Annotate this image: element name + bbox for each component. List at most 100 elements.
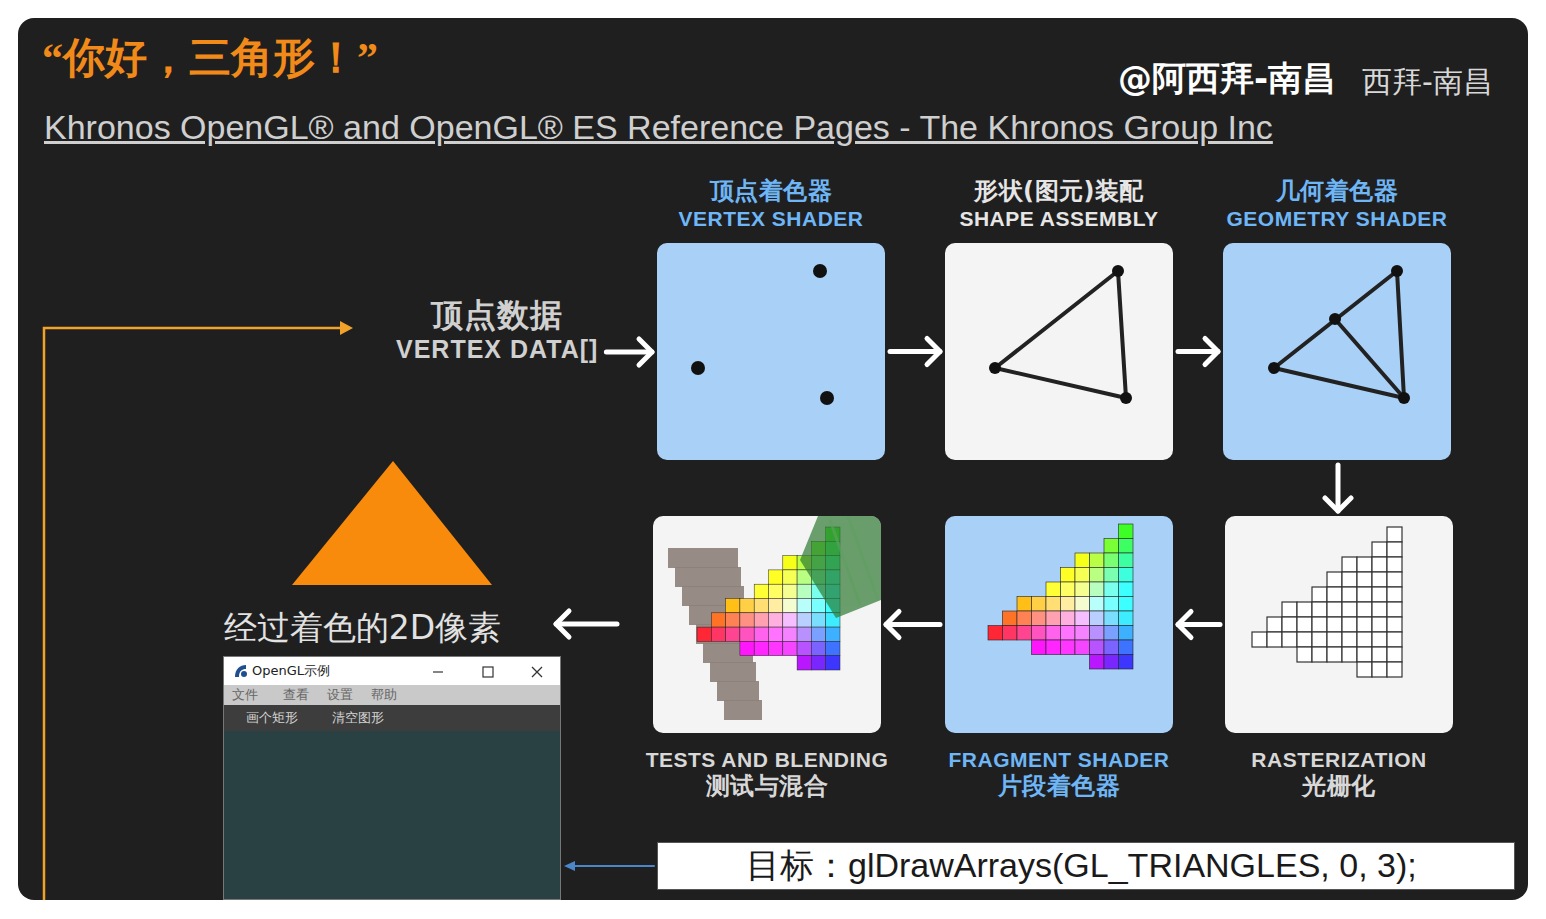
menu-item: 设置 bbox=[327, 687, 353, 703]
pixel-cell bbox=[1046, 597, 1061, 612]
pixel-cell bbox=[1104, 568, 1119, 583]
pixel-cell bbox=[1017, 611, 1032, 626]
text-slot: “你好，三角形！” bbox=[42, 30, 378, 86]
pixel-cell bbox=[726, 599, 740, 613]
shaded-triangle bbox=[292, 461, 492, 585]
pixel-cell bbox=[1357, 602, 1372, 617]
pixel-cell bbox=[1372, 602, 1387, 617]
stage-title: 形状(图元)装配 bbox=[885, 177, 1233, 206]
pixel-cell bbox=[1312, 617, 1327, 632]
pixel-cell bbox=[697, 627, 711, 641]
text-slot: 画个矩形 bbox=[246, 710, 298, 726]
pixel-cell bbox=[769, 599, 783, 613]
pixel-cell bbox=[1119, 640, 1134, 655]
pixel-cell bbox=[1357, 632, 1372, 647]
pixel-cell bbox=[1119, 655, 1134, 670]
arrow-line bbox=[1336, 465, 1341, 511]
blending-illustration bbox=[668, 516, 881, 720]
pixel-cell bbox=[797, 641, 811, 655]
arrowhead bbox=[927, 339, 940, 365]
pixel-cell bbox=[1119, 539, 1134, 554]
pixel-cell bbox=[1357, 662, 1372, 677]
pixel-cell bbox=[988, 626, 1003, 641]
text-slot: 查看 bbox=[283, 687, 309, 703]
arrow-line bbox=[606, 350, 652, 355]
pipeline-stage: 形状(图元)装配SHAPE ASSEMBLY bbox=[945, 243, 1173, 460]
occluder-step bbox=[710, 662, 756, 682]
pixel-cell bbox=[1387, 617, 1402, 632]
pixel-cell bbox=[1252, 632, 1267, 647]
pixel-cell bbox=[1075, 626, 1090, 641]
pixel-cell bbox=[811, 627, 825, 641]
pixel-cell bbox=[1104, 626, 1119, 641]
stage-subtitle: VERTEX SHADER bbox=[597, 206, 945, 231]
text-slot: 清空图形 bbox=[332, 710, 384, 726]
pixel-cell bbox=[1104, 597, 1119, 612]
flow-arrow bbox=[1178, 612, 1220, 638]
menu-item: 查看 bbox=[283, 687, 309, 703]
pixel-cell bbox=[1075, 640, 1090, 655]
pixel-cell bbox=[1104, 582, 1119, 597]
arrowhead bbox=[639, 339, 652, 365]
pipeline-stage: RASTERIZATION光栅化 bbox=[1225, 516, 1453, 733]
assembled-triangle bbox=[989, 265, 1132, 404]
pixel-cell bbox=[1061, 582, 1076, 597]
pixel-cell bbox=[1357, 557, 1372, 572]
pixel-cell bbox=[1075, 553, 1090, 568]
pixel-cell bbox=[1267, 617, 1282, 632]
text-slot: 文件 bbox=[232, 687, 258, 703]
pixel-cell bbox=[1090, 640, 1105, 655]
stage-label: 几何着色器GEOMETRY SHADER bbox=[1163, 177, 1511, 231]
window-toolbar: 画个矩形 清空图形 bbox=[224, 705, 560, 731]
window-titlebar: OpenGL示例 bbox=[224, 657, 560, 685]
arrow-line bbox=[1178, 349, 1218, 354]
pixel-cell bbox=[1327, 647, 1342, 662]
blend-overlay bbox=[800, 516, 881, 618]
stage-title: TESTS AND BLENDING bbox=[593, 747, 941, 772]
pixel-cell bbox=[1357, 617, 1372, 632]
window-menubar: 文件 查看 设置 帮助 bbox=[224, 685, 560, 705]
pixel-cell bbox=[1032, 626, 1047, 641]
pixel-cell bbox=[726, 613, 740, 627]
pixel-cell bbox=[1327, 617, 1342, 632]
menu-item: 文件 bbox=[232, 687, 258, 703]
pixel-cell bbox=[1372, 647, 1387, 662]
goal-text: 目标：glDrawArrays(GL_TRIANGLES, 0, 3); bbox=[746, 843, 1417, 888]
stage-subtitle: 测试与混合 bbox=[593, 772, 941, 801]
pixel-cell bbox=[797, 613, 811, 627]
pixel-cell bbox=[1104, 539, 1119, 554]
pixel-cell bbox=[1017, 626, 1032, 641]
stage-title: 几何着色器 bbox=[1163, 177, 1511, 206]
pixel-cell bbox=[1104, 611, 1119, 626]
pixel-cell bbox=[1090, 553, 1105, 568]
stage-box bbox=[945, 243, 1173, 460]
toolbar-button: 清空图形 bbox=[332, 710, 384, 726]
pixel-cell bbox=[769, 584, 783, 598]
pixel-cell bbox=[783, 556, 797, 570]
menu-item: 帮助 bbox=[371, 687, 397, 703]
slide-title: “你好，三角形！” bbox=[42, 30, 378, 86]
text-slot: 设置 bbox=[327, 687, 353, 703]
node-heading: 顶点数据 bbox=[431, 296, 563, 334]
data-node: 顶点数据VERTEX DATA[] bbox=[396, 296, 598, 364]
arrowhead bbox=[1325, 498, 1351, 511]
flow-arrow bbox=[1178, 339, 1218, 365]
pixel-cell bbox=[1090, 611, 1105, 626]
pixel-cell bbox=[797, 627, 811, 641]
pixel-cell bbox=[1046, 640, 1061, 655]
pixel-cell bbox=[754, 599, 768, 613]
pixel-cell bbox=[754, 613, 768, 627]
stage-box bbox=[657, 243, 885, 460]
pixel-cell bbox=[754, 627, 768, 641]
pixel-cell bbox=[1075, 582, 1090, 597]
pixel-cell bbox=[1104, 553, 1119, 568]
pixel-cell bbox=[1032, 640, 1047, 655]
arrow-line bbox=[886, 622, 940, 627]
vertex-points bbox=[691, 264, 834, 405]
geometry-triangles bbox=[1268, 265, 1410, 404]
pixel-cell bbox=[1119, 597, 1134, 612]
arrowhead bbox=[1205, 339, 1218, 365]
stage-title: FRAGMENT SHADER bbox=[885, 747, 1233, 772]
arrowhead bbox=[1178, 612, 1191, 638]
pixel-cell bbox=[811, 641, 825, 655]
